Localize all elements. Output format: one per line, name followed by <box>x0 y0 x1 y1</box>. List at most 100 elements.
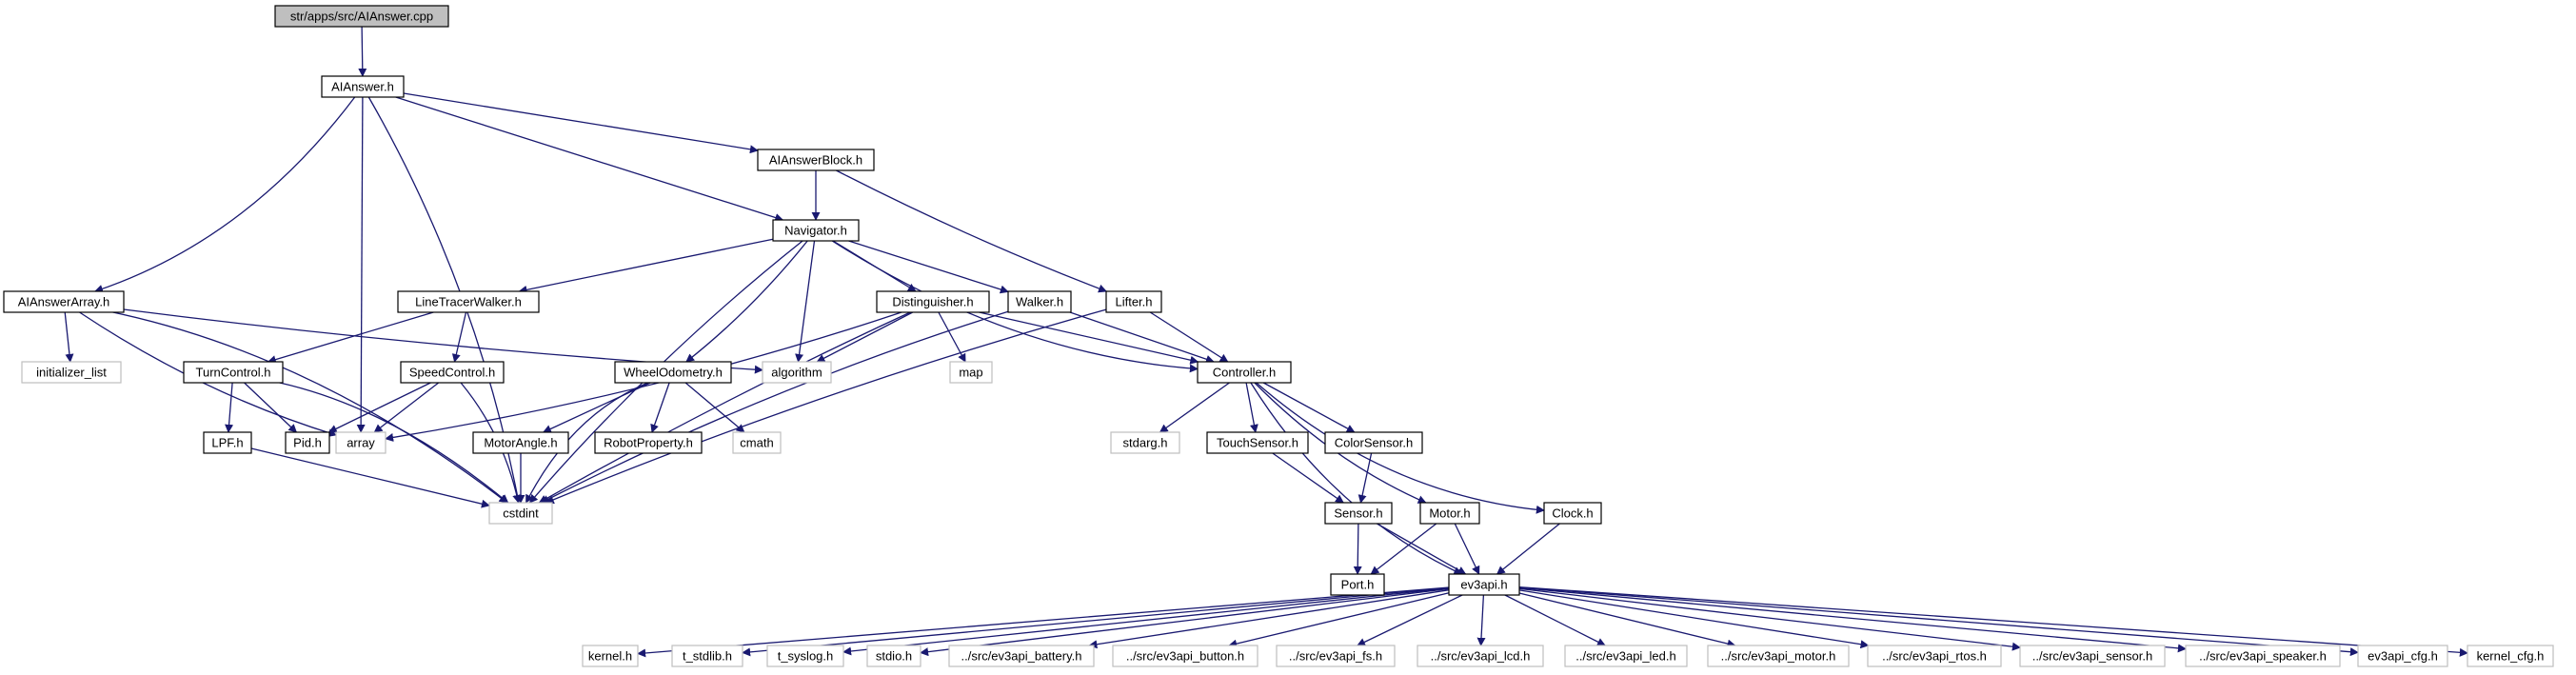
node-label: kernel_cfg.h <box>2477 649 2545 664</box>
node-lpf-h[interactable]: LPF.h <box>203 431 252 454</box>
edge-distinguisher-h-to-controller-h <box>979 311 1199 365</box>
node-label: Motor.h <box>1429 506 1470 521</box>
edge-sensor-h-to-ev3api-h <box>1377 523 1467 575</box>
node-wheelodometry-h[interactable]: WheelOdometry.h <box>614 361 732 384</box>
node-box <box>2019 645 2166 667</box>
node-label: ../src/ev3api_sensor.h <box>2032 649 2152 664</box>
node-label: ../src/ev3api_fs.h <box>1289 649 1382 664</box>
node-box <box>2185 645 2341 667</box>
node-label: Clock.h <box>1552 506 1593 521</box>
node-distinguisher-h[interactable]: Distinguisher.h <box>876 290 990 313</box>
node-box <box>1330 573 1385 596</box>
node-box <box>21 361 122 384</box>
node-label: Sensor.h <box>1334 506 1382 521</box>
edge-wheelodometry-h-to-cstdint <box>525 382 648 504</box>
node-ev3api-rtos-h: ../src/ev3api_rtos.h <box>1867 645 2002 667</box>
node-label: Lifter.h <box>1115 295 1152 309</box>
edge-linetracerwalker-h-to-turncontrol-h <box>267 311 434 364</box>
node-label: Navigator.h <box>784 224 847 238</box>
node-label: kernel.h <box>588 649 632 664</box>
edge-ev3api-h-to-t-syslog-h <box>842 587 1450 656</box>
node-aianswerblock-h[interactable]: AIAnswerBlock.h <box>757 149 875 171</box>
edge-controller-h-to-stdarg-h <box>1159 382 1230 433</box>
node-initializer-list: initializer_list <box>21 361 122 384</box>
node-speedcontrol-h[interactable]: SpeedControl.h <box>400 361 505 384</box>
node-label: AIAnswerArray.h <box>18 295 110 309</box>
node-box <box>1206 431 1309 454</box>
node-ev3api-sensor-h: ../src/ev3api_sensor.h <box>2019 645 2166 667</box>
node-label: ../src/ev3api_speaker.h <box>2199 649 2327 664</box>
node-box <box>614 361 732 384</box>
edge-aianswer-h-to-aianswerarray-h <box>94 96 356 293</box>
node-stdarg-h: stdarg.h <box>1110 431 1180 454</box>
node-ev3api-cfg-h: ev3api_cfg.h <box>2357 645 2448 667</box>
node-box <box>757 149 875 171</box>
edge-aianswer-h-to-array <box>356 96 366 433</box>
node-box <box>3 290 125 313</box>
edge-navigator-h-to-wheelodometry-h <box>685 240 808 363</box>
node-aianswer-h[interactable]: AIAnswer.h <box>321 75 405 98</box>
edge-aianswer-h-to-aianswerblock-h <box>403 92 759 154</box>
node-label: MotorAngle.h <box>484 436 557 450</box>
edge-distinguisher-h-to-algorithm <box>816 311 913 363</box>
node-box <box>1448 573 1520 596</box>
node-box <box>732 431 782 454</box>
node-root[interactable]: str/apps/src/AIAnswer.cpp <box>274 5 449 28</box>
node-box <box>472 431 569 454</box>
node-port-h[interactable]: Port.h <box>1330 573 1385 596</box>
node-box <box>1419 502 1480 525</box>
node-box <box>321 75 405 98</box>
node-colorsensor-h[interactable]: ColorSensor.h <box>1324 431 1423 454</box>
node-ev3api-fs-h: ../src/ev3api_fs.h <box>1276 645 1396 667</box>
node-label: Walker.h <box>1016 295 1063 309</box>
node-box <box>1110 431 1180 454</box>
edge-motor-h-to-ev3api-h <box>1454 523 1480 575</box>
edge-ev3api-h-to-ev3api-motor-h <box>1518 592 1736 648</box>
node-label: stdio.h <box>876 649 912 664</box>
edge-ev3api-h-to-ev3api-lcd-h <box>1476 594 1486 646</box>
node-lifter-h[interactable]: Lifter.h <box>1105 290 1162 313</box>
node-ev3api-h[interactable]: ev3api.h <box>1448 573 1520 596</box>
node-controller-h[interactable]: Controller.h <box>1197 361 1292 384</box>
edge-aianswerarray-h-to-algorithm <box>123 308 763 374</box>
edge-ev3api-h-to-stdio-h <box>920 587 1450 657</box>
node-map: map <box>949 361 993 384</box>
node-navigator-h[interactable]: Navigator.h <box>772 219 860 242</box>
edge-aianswerarray-h-to-initializer-list <box>64 311 74 363</box>
edge-root-to-aianswer-h <box>358 26 367 77</box>
node-linetracerwalker-h[interactable]: LineTracerWalker.h <box>397 290 540 313</box>
node-touchsensor-h[interactable]: TouchSensor.h <box>1206 431 1309 454</box>
node-box <box>1324 431 1423 454</box>
node-turncontrol-h[interactable]: TurnControl.h <box>183 361 284 384</box>
node-label: Port.h <box>1341 578 1375 592</box>
node-ev3api-speaker-h: ../src/ev3api_speaker.h <box>2185 645 2341 667</box>
dependency-edges <box>64 26 2468 658</box>
edge-navigator-h-to-algorithm <box>795 240 816 363</box>
edge-navigator-h-to-linetracerwalker-h <box>518 238 774 294</box>
node-sensor-h[interactable]: Sensor.h <box>1324 502 1393 525</box>
node-label: ../src/ev3api_lcd.h <box>1431 649 1531 664</box>
node-clock-h[interactable]: Clock.h <box>1543 502 1602 525</box>
node-aianswerarray-h[interactable]: AIAnswerArray.h <box>3 290 125 313</box>
node-motor-h[interactable]: Motor.h <box>1419 502 1480 525</box>
node-label: cmath <box>740 436 773 450</box>
node-box <box>1543 502 1602 525</box>
node-box <box>1867 645 2002 667</box>
edge-ev3api-h-to-ev3api-led-h <box>1504 594 1606 646</box>
node-robotproperty-h[interactable]: RobotProperty.h <box>594 431 703 454</box>
node-label: array <box>347 436 375 450</box>
node-walker-h[interactable]: Walker.h <box>1007 290 1072 313</box>
node-motorangle-h[interactable]: MotorAngle.h <box>472 431 569 454</box>
node-box <box>1707 645 1850 667</box>
edge-aianswerblock-h-to-lifter-h <box>836 169 1108 293</box>
node-box <box>1105 290 1162 313</box>
node-box <box>285 431 330 454</box>
node-box <box>335 431 386 454</box>
edge-distinguisher-h-to-cstdint <box>538 311 911 504</box>
node-label: RobotProperty.h <box>604 436 693 450</box>
node-pid-h[interactable]: Pid.h <box>285 431 330 454</box>
node-box <box>1324 502 1393 525</box>
edge-lifter-h-to-controller-h <box>1149 311 1229 363</box>
node-box <box>762 361 832 384</box>
